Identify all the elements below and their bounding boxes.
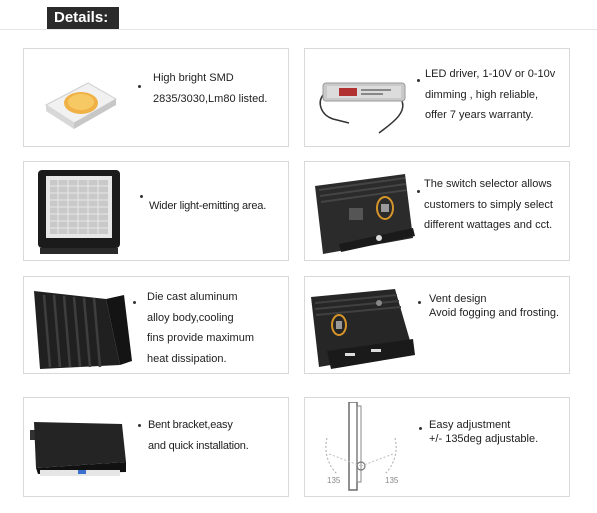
bullet-dot <box>138 85 141 88</box>
feature-card-smd-chip: High bright SMD 2835/3030,Lm80 listed. <box>23 48 289 147</box>
bullet-dot <box>417 190 420 193</box>
adjust-angle-label: 135 <box>385 476 399 485</box>
adjust-angle-label: 135 <box>327 476 341 485</box>
feature-line: alloy body,cooling <box>147 311 234 324</box>
switch-selector-image <box>309 166 425 256</box>
feature-line: dimming , high reliable, <box>425 88 539 101</box>
feature-text: Bent bracket,easy and quick installation… <box>148 415 249 456</box>
feature-line: customers to simply select <box>424 198 553 211</box>
floodlight-front-image <box>28 166 144 256</box>
feature-line: Vent design <box>429 293 487 305</box>
smd-chip-image <box>28 53 144 142</box>
feature-line: and quick installation. <box>148 439 249 452</box>
driver-image <box>309 53 425 142</box>
bullet-dot <box>419 427 422 430</box>
feature-line: Die cast aluminum <box>147 291 238 303</box>
feature-line: LED driver, 1-10V or 0-10v <box>425 68 556 80</box>
feature-card-vent-design: Vent design Avoid fogging and frosting. <box>304 276 570 374</box>
bullet-dot <box>138 424 141 427</box>
bullet-dot <box>140 195 143 198</box>
feature-text: High bright SMD 2835/3030,Lm80 listed. <box>153 68 267 109</box>
bullet-dot <box>418 301 421 304</box>
feature-line: +/- 135deg adjustable. <box>429 433 539 445</box>
feature-line: Wider light-emitting area. <box>149 200 267 212</box>
feature-card-emitting-area: Wider light-emitting area. <box>23 161 289 261</box>
feature-line: different wattages and cct. <box>424 219 553 231</box>
bullet-dot <box>133 301 136 304</box>
feature-line: Easy adjustment <box>429 419 511 431</box>
bent-bracket-image <box>28 402 144 492</box>
bullet-dot <box>417 79 420 82</box>
feature-line: offer 7 years warranty. <box>425 109 534 121</box>
feature-line: The switch selector allows <box>424 178 552 190</box>
adjustment-diagram-image: 135 135 <box>309 402 425 492</box>
feature-card-easy-adjustment: 135 135 Easy adjustment +/- 135deg adjus… <box>304 397 570 497</box>
feature-text: Vent design Avoid fogging and frosting. <box>429 293 559 320</box>
feature-text: Wider light-emitting area. <box>149 196 266 217</box>
feature-text: The switch selector allows customers to … <box>424 174 553 236</box>
feature-text: Easy adjustment +/- 135deg adjustable. <box>429 418 538 446</box>
header-divider <box>0 29 597 30</box>
feature-text: LED driver, 1-10V or 0-10v dimming , hig… <box>425 64 555 126</box>
feature-line: 2835/3030,Lm80 listed. <box>153 92 268 105</box>
die-cast-body-image <box>28 281 144 369</box>
feature-card-driver: LED driver, 1-10V or 0-10v dimming , hig… <box>304 48 570 147</box>
feature-line: Bent bracket,easy <box>148 419 233 431</box>
vent-design-image <box>309 281 425 369</box>
feature-card-bent-bracket: Bent bracket,easy and quick installation… <box>23 397 289 497</box>
feature-line: fins provide maximum <box>147 332 254 344</box>
feature-card-die-cast-body: Die cast aluminum alloy body,cooling fin… <box>23 276 289 374</box>
feature-line: High bright SMD <box>153 72 234 84</box>
feature-line: heat dissipation. <box>147 352 227 365</box>
section-title: Details: <box>47 7 119 29</box>
feature-line: Avoid fogging and frosting. <box>429 306 560 319</box>
feature-card-switch-selector: The switch selector allows customers to … <box>304 161 570 261</box>
feature-text: Die cast aluminum alloy body,cooling fin… <box>147 287 254 369</box>
